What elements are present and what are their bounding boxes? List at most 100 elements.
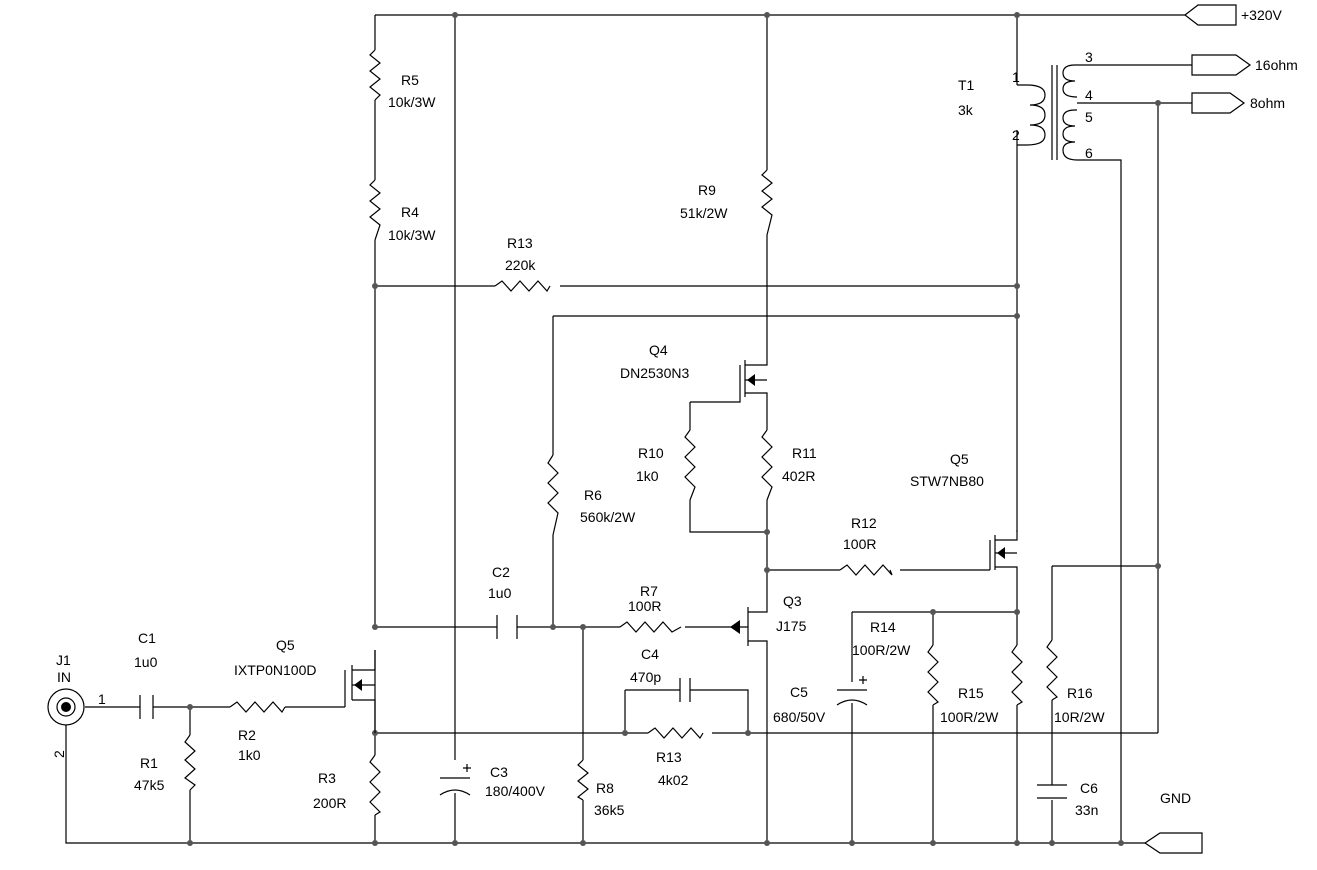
q5a-ref: Q5 <box>276 637 295 653</box>
q3-value: J175 <box>776 618 807 634</box>
capacitor-c5 <box>836 676 868 706</box>
resistor-r11 <box>761 429 773 501</box>
resistor-r6 <box>547 454 559 536</box>
r6-value: 560k/2W <box>580 509 636 525</box>
port-16ohm <box>1191 54 1252 76</box>
r13b-ref: R13 <box>656 749 682 765</box>
port-supply-label: +320V <box>1241 7 1283 23</box>
resistor-r8 <box>576 759 589 801</box>
r4-ref: R4 <box>401 204 419 220</box>
capacitor-c1 <box>139 695 154 719</box>
resistor-r5 <box>369 49 381 101</box>
c1-ref: C1 <box>138 630 156 646</box>
q4-ref: Q4 <box>649 342 668 358</box>
r13b-value: 4k02 <box>658 772 689 788</box>
jfet-q3-j175 <box>730 606 768 646</box>
r13a-ref: R13 <box>507 235 533 251</box>
capacitor-c2 <box>496 615 518 639</box>
port-supply <box>1184 4 1237 26</box>
r10-value: 1k0 <box>636 468 659 484</box>
c2-ref: C2 <box>492 564 510 580</box>
resistor-r13-4k02 <box>647 727 704 740</box>
capacitor-c3 <box>439 764 471 796</box>
j1-name: IN <box>57 669 71 685</box>
r3-ref: R3 <box>318 770 336 786</box>
resistor-r13-220k <box>494 280 551 293</box>
r11-ref: R11 <box>792 445 817 461</box>
resistor-r10 <box>684 429 696 501</box>
resistor-r15 <box>1011 644 1023 706</box>
r11-value: 402R <box>782 468 815 484</box>
r5-value: 10k/3W <box>388 94 436 110</box>
c2-value: 1u0 <box>488 585 512 601</box>
r12-ref: R12 <box>851 515 877 531</box>
r7-ref: R7 <box>640 583 658 599</box>
t1-value: 3k <box>958 102 974 118</box>
t1-pin-5: 5 <box>1085 109 1093 125</box>
r9-value: 51k/2W <box>680 205 728 221</box>
resistor-r1 <box>184 734 196 791</box>
t1-pin-4: 4 <box>1085 87 1093 103</box>
r8-ref: R8 <box>596 780 614 796</box>
r5-ref: R5 <box>401 72 419 88</box>
mosfet-q5-ixtp0n100d <box>344 650 376 733</box>
t1-pin-6: 6 <box>1085 145 1093 161</box>
j1-ref: J1 <box>56 652 71 668</box>
q3-ref: Q3 <box>783 593 802 609</box>
r1-ref: R1 <box>140 755 158 771</box>
r8-value: 36k5 <box>594 802 625 818</box>
mosfet-q4-dn2530n3 <box>690 360 768 403</box>
t1-pin-2: 2 <box>1012 127 1020 143</box>
port-8ohm <box>1191 92 1246 114</box>
c4-ref: C4 <box>641 646 659 662</box>
c3-value: 180/400V <box>485 783 546 799</box>
r2-ref: R2 <box>238 727 256 743</box>
resistor-r16 <box>1046 639 1058 701</box>
t1-ref: T1 <box>958 77 975 93</box>
c6-value: 33n <box>1075 802 1098 818</box>
resistor-r14 <box>927 644 939 706</box>
q5b-value: STW7NB80 <box>910 473 984 489</box>
r6-ref: R6 <box>584 487 602 503</box>
c5-value: 680/50V <box>773 709 826 725</box>
r13a-value: 220k <box>505 257 536 273</box>
c3-ref: C3 <box>490 764 508 780</box>
r14-value: 100R/2W <box>852 642 911 658</box>
resistor-r7 <box>619 621 682 633</box>
r15-ref: R15 <box>958 685 984 701</box>
q5b-ref: Q5 <box>950 451 969 467</box>
capacitor-c6 <box>1037 784 1067 799</box>
transformer-t1 <box>1017 64 1078 161</box>
port-8ohm-label: 8ohm <box>1250 95 1285 111</box>
resistor-r2 <box>229 701 286 714</box>
mosfet-q5-stw7nb80 <box>989 530 1018 570</box>
resistor-r12 <box>839 564 893 576</box>
r12-value: 100R <box>843 536 876 552</box>
r1-value: 47k5 <box>134 777 165 793</box>
port-16ohm-label: 16ohm <box>1255 57 1298 73</box>
capacitor-c4 <box>679 678 691 702</box>
resistor-r3 <box>369 754 381 816</box>
wires <box>65 14 1192 844</box>
c6-ref: C6 <box>1080 780 1098 796</box>
t1-pin-1: 1 <box>1012 69 1020 85</box>
c4-value: 470p <box>630 669 661 685</box>
r4-value: 10k/3W <box>388 227 436 243</box>
r16-ref: R16 <box>1067 685 1093 701</box>
junctions <box>187 12 1161 846</box>
r3-value: 200R <box>313 795 346 811</box>
q4-value: DN2530N3 <box>620 365 689 381</box>
resistor-r4 <box>369 179 381 241</box>
t1-pin-3: 3 <box>1085 49 1093 65</box>
r9-ref: R9 <box>698 182 716 198</box>
r2-value: 1k0 <box>238 747 261 763</box>
j1-pin2: 2 <box>51 750 67 758</box>
r16-value: 10R/2W <box>1054 709 1105 725</box>
r15-value: 100R/2W <box>940 709 999 725</box>
r7-value: 100R <box>628 598 661 614</box>
input-jack-j1 <box>47 688 85 726</box>
port-gnd-label: GND <box>1160 790 1191 806</box>
q5a-value: IXTP0N100D <box>234 662 316 678</box>
port-gnd <box>1143 832 1203 854</box>
